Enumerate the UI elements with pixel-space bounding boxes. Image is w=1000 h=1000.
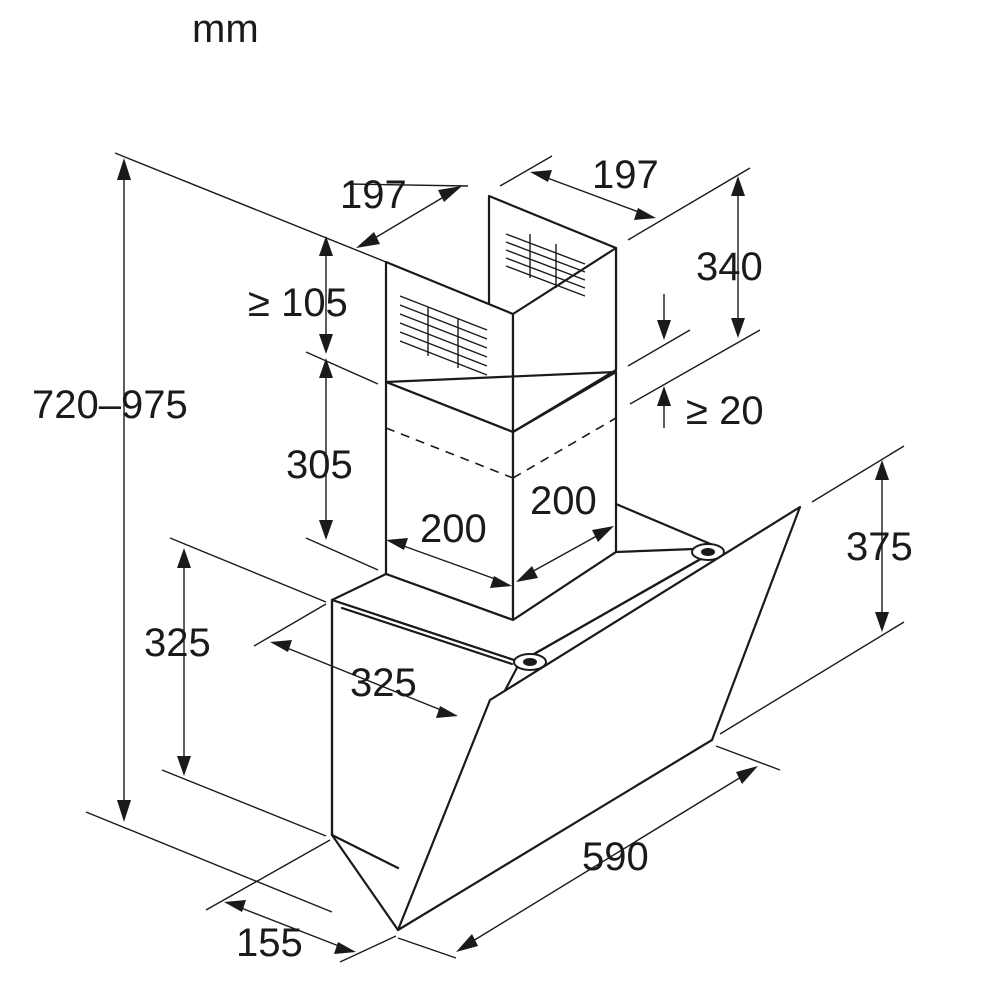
unit-label: mm [192,7,259,51]
dim-body-depth: 325 [350,661,417,705]
extension-lines [85,152,905,963]
dim-duct-lower-height: 305 [286,443,353,487]
dim-duct-upper-height: 340 [696,245,763,289]
chimney-upper [384,194,618,434]
hinge-left [513,653,547,671]
vent-slots-front [399,295,488,376]
dim-glass-height: 375 [846,525,913,569]
dim-glass-width: 590 [582,835,649,879]
dim-duct-width: 197 [592,153,659,197]
glass-panel [396,505,802,932]
dim-body-height: 325 [144,621,211,665]
vent-slots-back [505,233,586,297]
dim-total-height: 720–975 [32,383,188,427]
dim-base-width: 200 [530,479,597,523]
dim-bottom-depth: 155 [236,921,303,965]
dim-base-depth: 200 [420,507,487,551]
dim-duct-depth: 197 [340,173,407,217]
dim-duct-bottom-gap: ≥ 20 [686,389,764,433]
dim-duct-top-clearance: ≥ 105 [248,281,348,325]
hinge-right [691,543,725,561]
dimension-arrows [117,158,889,954]
